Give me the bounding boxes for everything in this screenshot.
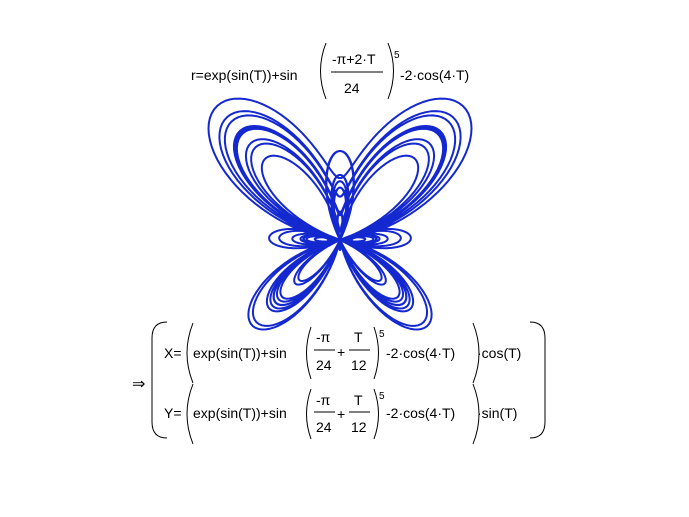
butterfly-curve xyxy=(207,97,473,331)
x-formula-outer-close-paren xyxy=(472,322,480,384)
x-formula-inner-close-paren xyxy=(373,326,379,380)
x-formula-inner-open-paren xyxy=(306,326,312,380)
polar-formula: r=exp(sin(T))+sin -π+2·T 24 5 -2·cos(4·T… xyxy=(191,42,469,100)
implies-symbol: ⇒ xyxy=(132,376,145,393)
x-formula-base: exp(sin(T))+sin xyxy=(193,345,287,361)
polar-formula-lhs: r=exp(sin(T))+sin xyxy=(191,67,298,83)
y-formula-frac2-numerator: T xyxy=(354,392,363,408)
system-open-paren xyxy=(151,321,168,439)
y-formula-frac1-numerator: -π xyxy=(316,392,331,408)
y-formula-outer-open-paren xyxy=(186,383,194,445)
polar-formula-denominator: 24 xyxy=(344,80,360,96)
y-formula: Y= exp(sin(T))+sin -π 24 + T 12 5 -2·cos… xyxy=(164,383,517,445)
y-formula-plus: + xyxy=(337,406,345,422)
y-formula-lhs: Y= xyxy=(164,405,182,421)
polar-formula-tail: -2·cos(4·T) xyxy=(400,67,469,83)
x-formula-exponent: 5 xyxy=(379,329,385,340)
y-formula-frac2-denominator: 12 xyxy=(351,419,367,435)
y-formula-tail: -2·cos(4·T) xyxy=(386,405,455,421)
x-formula-trig: ·cos(T) xyxy=(477,345,521,361)
y-formula-trig: ·sin(T) xyxy=(477,405,517,421)
y-formula-inner-close-paren xyxy=(373,388,379,440)
x-formula-frac1-denominator: 24 xyxy=(316,357,332,373)
x-formula: X= exp(sin(T))+sin -π 24 + T 12 5 -2·cos… xyxy=(164,322,521,384)
y-formula-frac1-denominator: 24 xyxy=(316,419,332,435)
y-formula-base: exp(sin(T))+sin xyxy=(193,405,287,421)
y-formula-exponent: 5 xyxy=(379,391,385,402)
y-formula-outer-close-paren xyxy=(472,383,480,445)
polar-formula-open-paren xyxy=(320,42,327,100)
x-formula-lhs: X= xyxy=(164,345,182,361)
x-formula-outer-open-paren xyxy=(186,322,194,384)
y-formula-inner-open-paren xyxy=(306,388,312,440)
system-close-paren xyxy=(529,321,546,439)
polar-formula-numerator: -π+2·T xyxy=(332,51,376,67)
x-formula-frac1-numerator: -π xyxy=(316,329,331,345)
polar-formula-close-paren xyxy=(387,42,394,100)
x-formula-plus: + xyxy=(337,344,345,360)
x-formula-frac2-denominator: 12 xyxy=(351,357,367,373)
x-formula-tail: -2·cos(4·T) xyxy=(386,345,455,361)
polar-formula-exponent: 5 xyxy=(394,50,400,61)
x-formula-frac2-numerator: T xyxy=(354,329,363,345)
